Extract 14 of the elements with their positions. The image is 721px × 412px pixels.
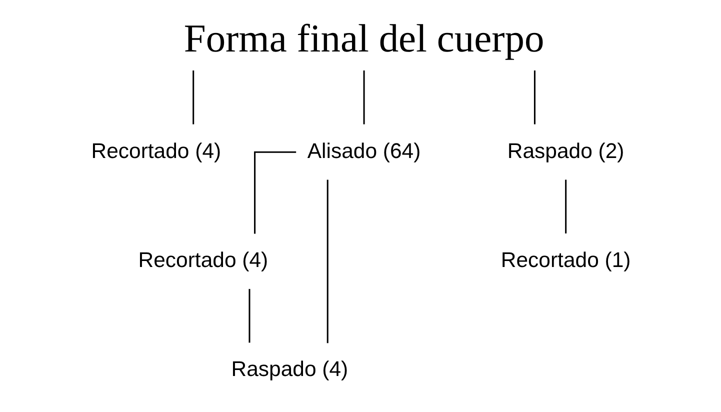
connector <box>192 70 194 124</box>
node-text: Raspado (4) <box>230 357 348 382</box>
connector <box>248 288 250 343</box>
connector <box>533 70 535 124</box>
node-text: Recortado (1) <box>500 248 630 272</box>
connector <box>326 180 328 344</box>
connector <box>564 180 566 234</box>
node-text: Recortado (4) <box>90 138 221 163</box>
node-text: Alisado (64) <box>306 138 420 163</box>
connector <box>362 70 364 124</box>
node-text: Forma final del cuerpo <box>183 16 544 61</box>
node-text: Raspado (2) <box>506 138 624 163</box>
node-text: Recortado (4) <box>138 248 268 272</box>
connector <box>254 151 296 234</box>
